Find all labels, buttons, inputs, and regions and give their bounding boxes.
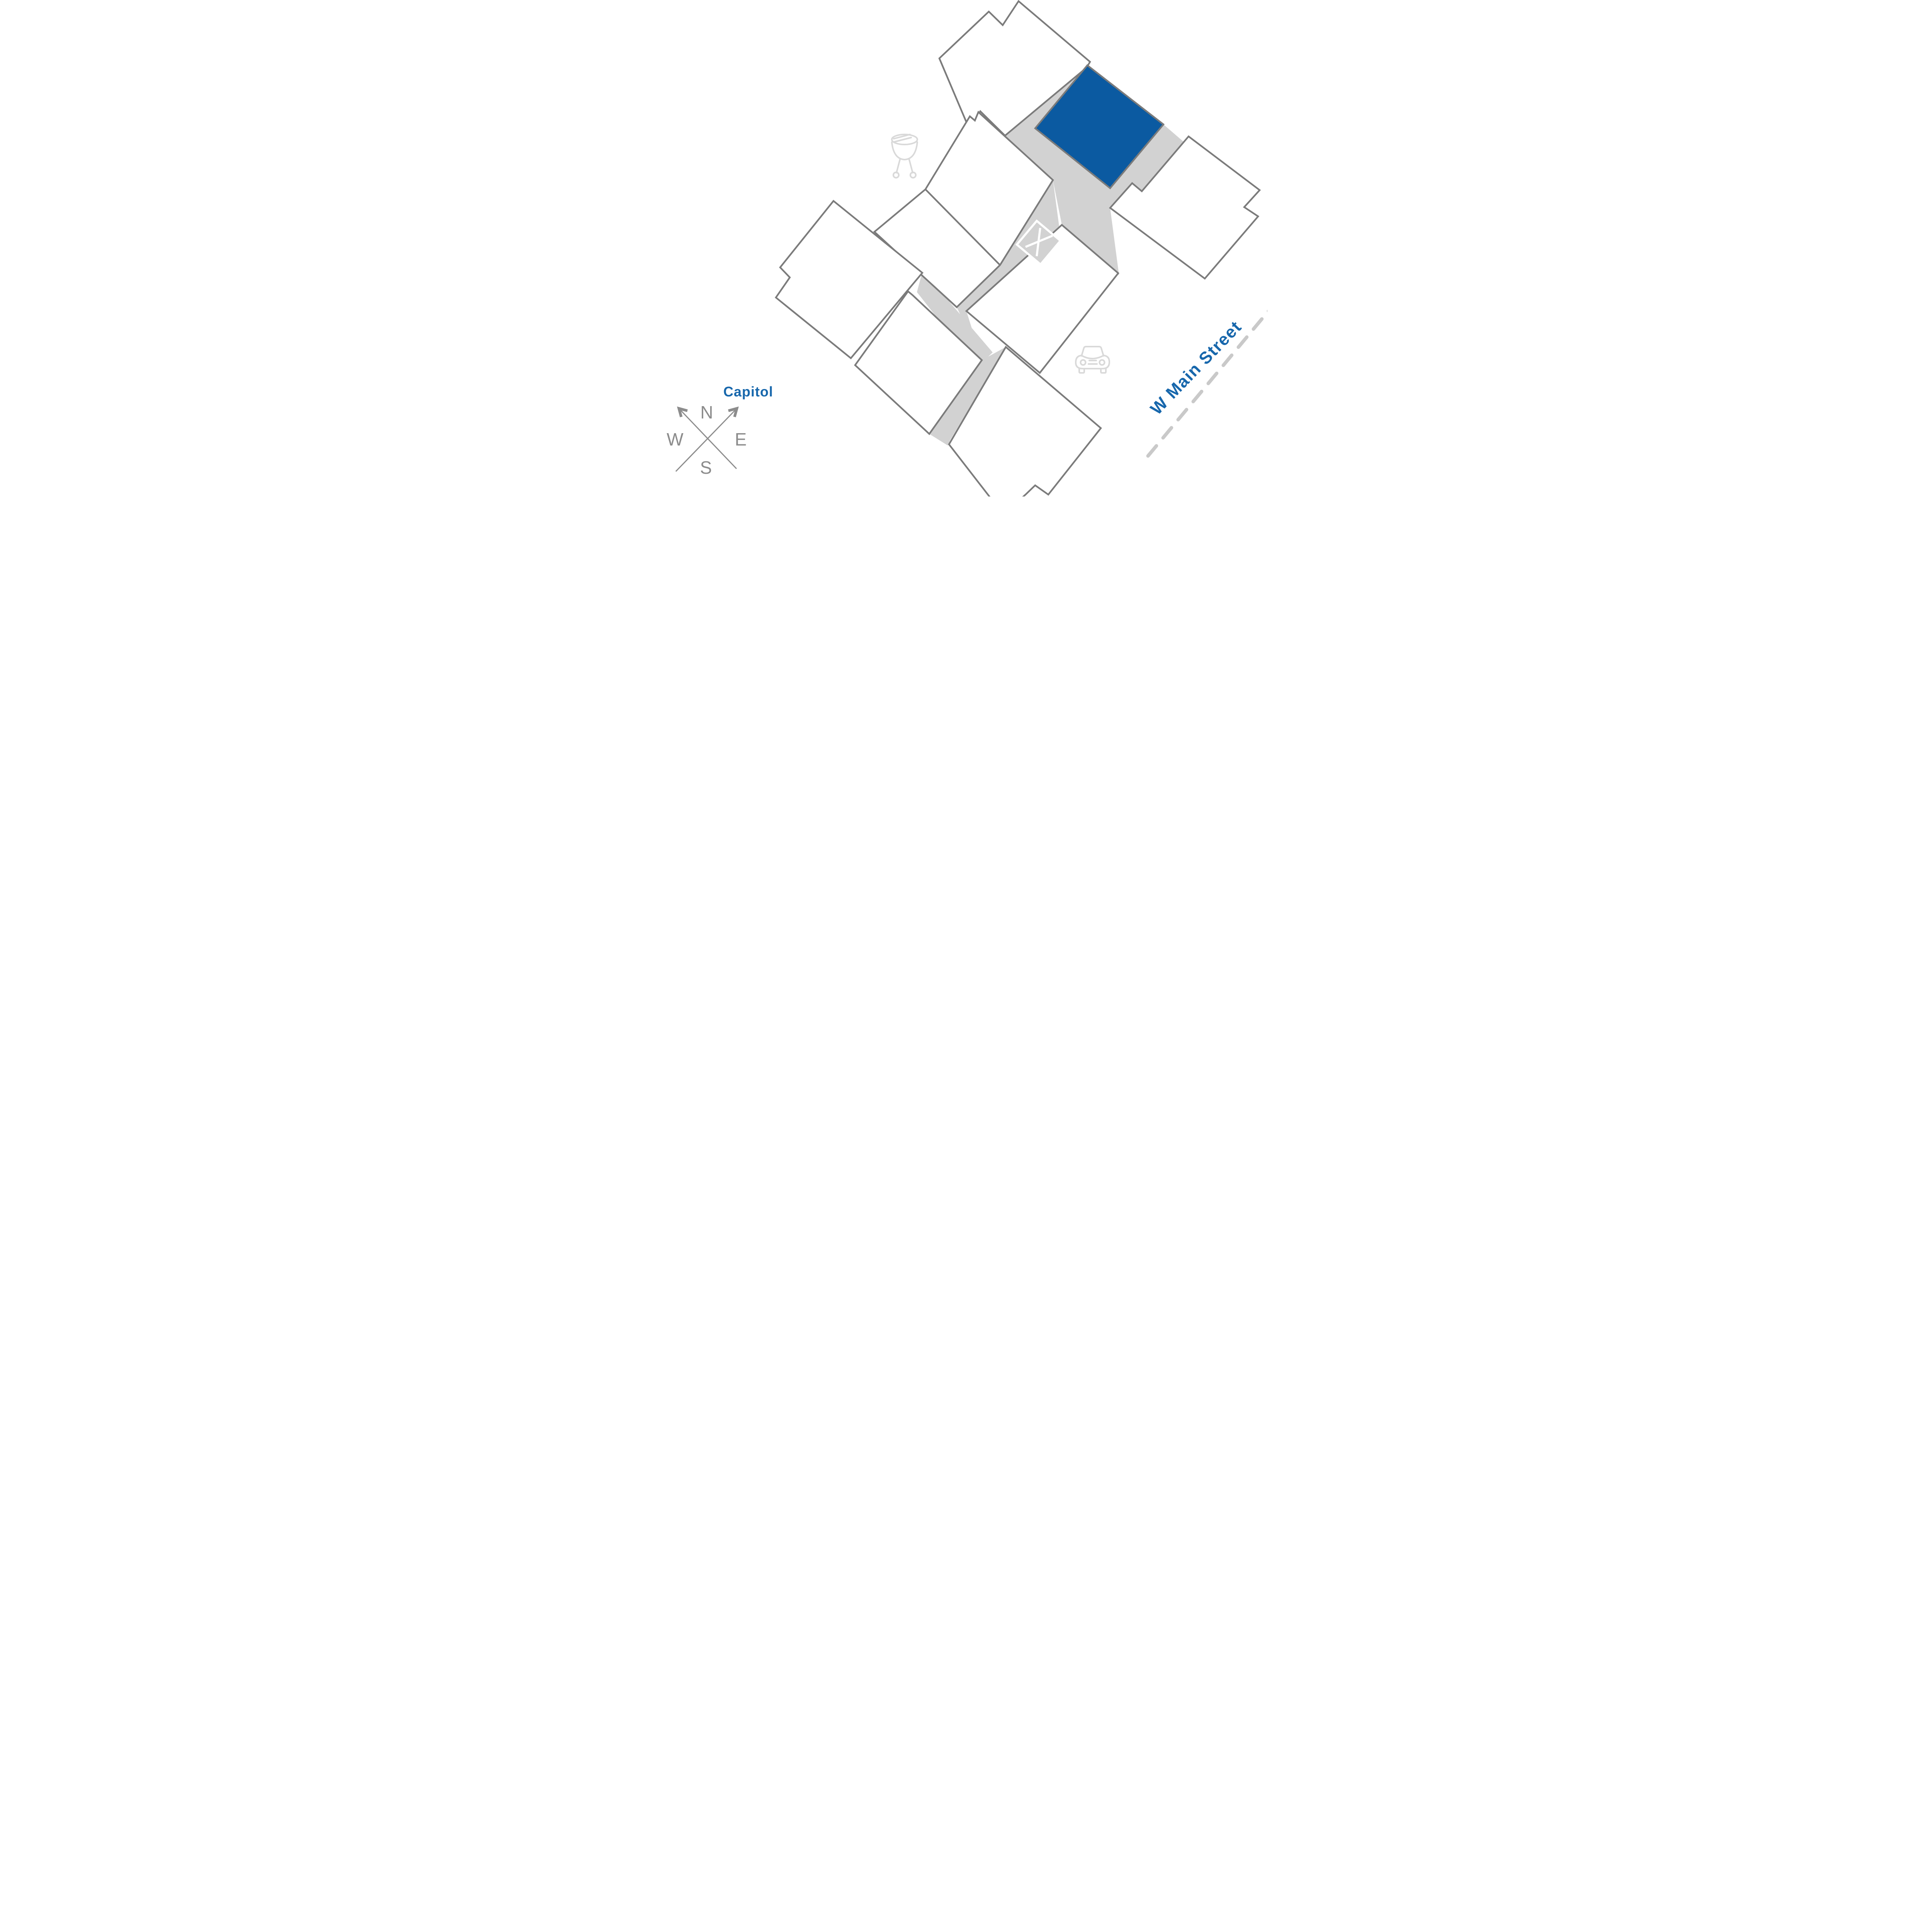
- compass-east-label: E: [735, 429, 747, 449]
- compass-north-label: N: [700, 402, 713, 422]
- x-marker-icon: [1015, 219, 1062, 266]
- compass-west-label: W: [667, 429, 684, 449]
- building-far-west: [774, 199, 923, 360]
- compass-rose-icon: N E S W Capitol: [667, 384, 773, 478]
- building-center: [965, 224, 1119, 374]
- building-south: [947, 345, 1102, 497]
- x-marker-stroke-2: [1025, 235, 1053, 248]
- car-icon: [1075, 346, 1110, 374]
- bbq-grill-icon: [891, 134, 918, 179]
- building-upper-west-divider: [924, 189, 1001, 266]
- building-east: [1109, 135, 1261, 280]
- street-label: W Main Street: [1146, 317, 1245, 418]
- capitol-label: Capitol: [723, 384, 773, 400]
- building-highlighted-unit[interactable]: [1034, 64, 1165, 189]
- building-mid-south-west: [854, 290, 983, 435]
- building-upper-west: [873, 111, 1054, 308]
- site-map-canvas: N E S W Capitol W Main Street: [665, 0, 1267, 497]
- walkway-west-band: [917, 270, 993, 368]
- buildings: [774, 0, 1261, 497]
- street-boundary: W Main Street: [1146, 310, 1267, 458]
- compass-south-label: S: [700, 457, 712, 478]
- site-map: N E S W Capitol W Main Street: [665, 0, 1267, 497]
- street-dashed-line: [1146, 310, 1267, 458]
- walkway-south-stub: [929, 347, 1006, 446]
